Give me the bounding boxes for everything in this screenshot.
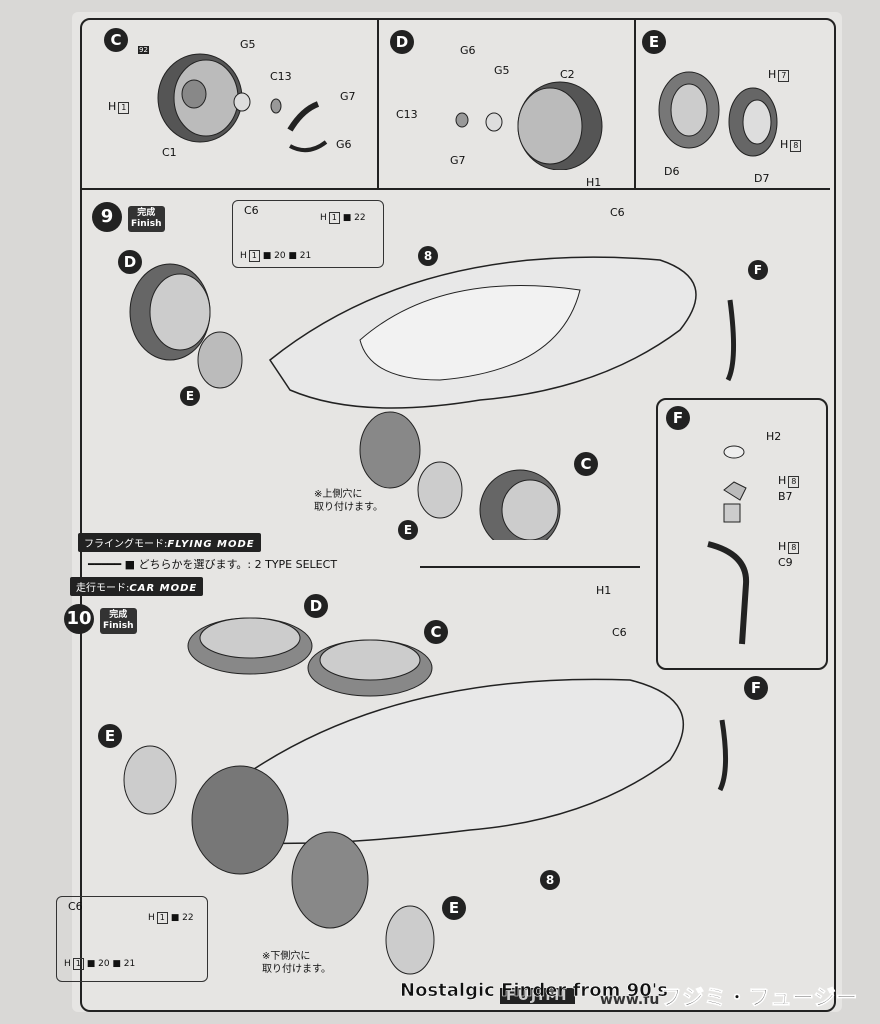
- step-e-d7: D7: [754, 172, 770, 185]
- step-10-c6-detail: [56, 896, 208, 982]
- step-f-b7: B7: [778, 490, 793, 503]
- step-e-badge: E: [642, 30, 666, 54]
- step-d-c2: C2: [560, 68, 575, 81]
- step-9-note: ※上側穴に取り付けます。: [314, 489, 383, 513]
- step-f-c9: C9: [778, 556, 793, 569]
- step-10-part-e: E: [98, 724, 122, 748]
- step-9-part-8: 8: [418, 246, 438, 266]
- step-9-part-d: D: [118, 250, 142, 274]
- step-10-h1: H1: [596, 584, 612, 597]
- car-mode-label: 走行モード:CAR MODE: [70, 577, 204, 596]
- step-c-g6: G6: [336, 138, 352, 151]
- watermark-logo: フジミ・フュージー: [660, 986, 858, 1012]
- step-c-g7: G7: [340, 90, 356, 103]
- step-d-g7: G7: [450, 154, 466, 167]
- step-9-part-e2: E: [398, 520, 418, 540]
- select-label: ━━━━━ ■ どちらかを選びます。: 2 TYPE SELECT: [88, 558, 338, 571]
- step-c-icon-num: 92: [138, 46, 149, 54]
- watermark-text: Nostalgic Finder from 90's: [400, 980, 669, 1002]
- step-9-c6-title: C6: [244, 204, 259, 217]
- step-f-badge: F: [666, 406, 690, 430]
- step-10-part-f: F: [744, 676, 768, 700]
- step-d-g5: G5: [494, 64, 510, 77]
- divider-de: [634, 20, 636, 188]
- step-9-h1-label: H1: [586, 176, 602, 189]
- step-10-badge: 10: [64, 604, 94, 634]
- step-d-g6: G6: [460, 44, 476, 57]
- step-9-c6-detail: [232, 200, 384, 268]
- step-f-box: [656, 398, 828, 670]
- step-c-wheel-illustration: [157, 53, 328, 153]
- step-9-part-f: F: [748, 260, 768, 280]
- flying-mode-label: フライングモード:FLYING MODE: [78, 533, 261, 552]
- step-10-part-c: C: [424, 620, 448, 644]
- step-f-illustration: [707, 445, 750, 645]
- step-d-c13: C13: [396, 108, 418, 121]
- step-c-c1: C1: [162, 146, 177, 159]
- step-10-part-8: 8: [540, 870, 560, 890]
- instruction-frame: [80, 18, 836, 1012]
- divider-top: [82, 188, 830, 190]
- step-10-c6-title: C6: [68, 900, 83, 913]
- step-c-c13: C13: [270, 70, 292, 83]
- brand-logo: FUJIMI: [500, 988, 575, 1004]
- step-d-badge: D: [390, 30, 414, 54]
- step-c-g5: G5: [240, 38, 256, 51]
- step-9-car-illustration: [129, 256, 737, 540]
- divider-cd: [377, 20, 379, 188]
- step-9-part-e: E: [180, 386, 200, 406]
- step-10-car-illustration: [123, 617, 729, 975]
- brand-url: www.fu: [600, 992, 660, 1008]
- step-10-part-d: D: [304, 594, 328, 618]
- step-c-badge: C: [104, 28, 128, 52]
- step-9-c6-label: C6: [610, 206, 625, 219]
- step-d-wheel-illustration: [455, 81, 603, 170]
- step-f-h2: H2: [766, 430, 782, 443]
- step-9-badge: 9: [92, 202, 122, 232]
- step-10-note: ※下側穴に取り付けます。: [262, 951, 331, 975]
- step-10-part-e2: E: [442, 896, 466, 920]
- step-e-wheel-illustration: [658, 71, 778, 157]
- mode-divider: [420, 566, 640, 568]
- step-10-c6: C6: [612, 626, 627, 639]
- step-e-d6: D6: [664, 165, 680, 178]
- step-9-part-c: C: [574, 452, 598, 476]
